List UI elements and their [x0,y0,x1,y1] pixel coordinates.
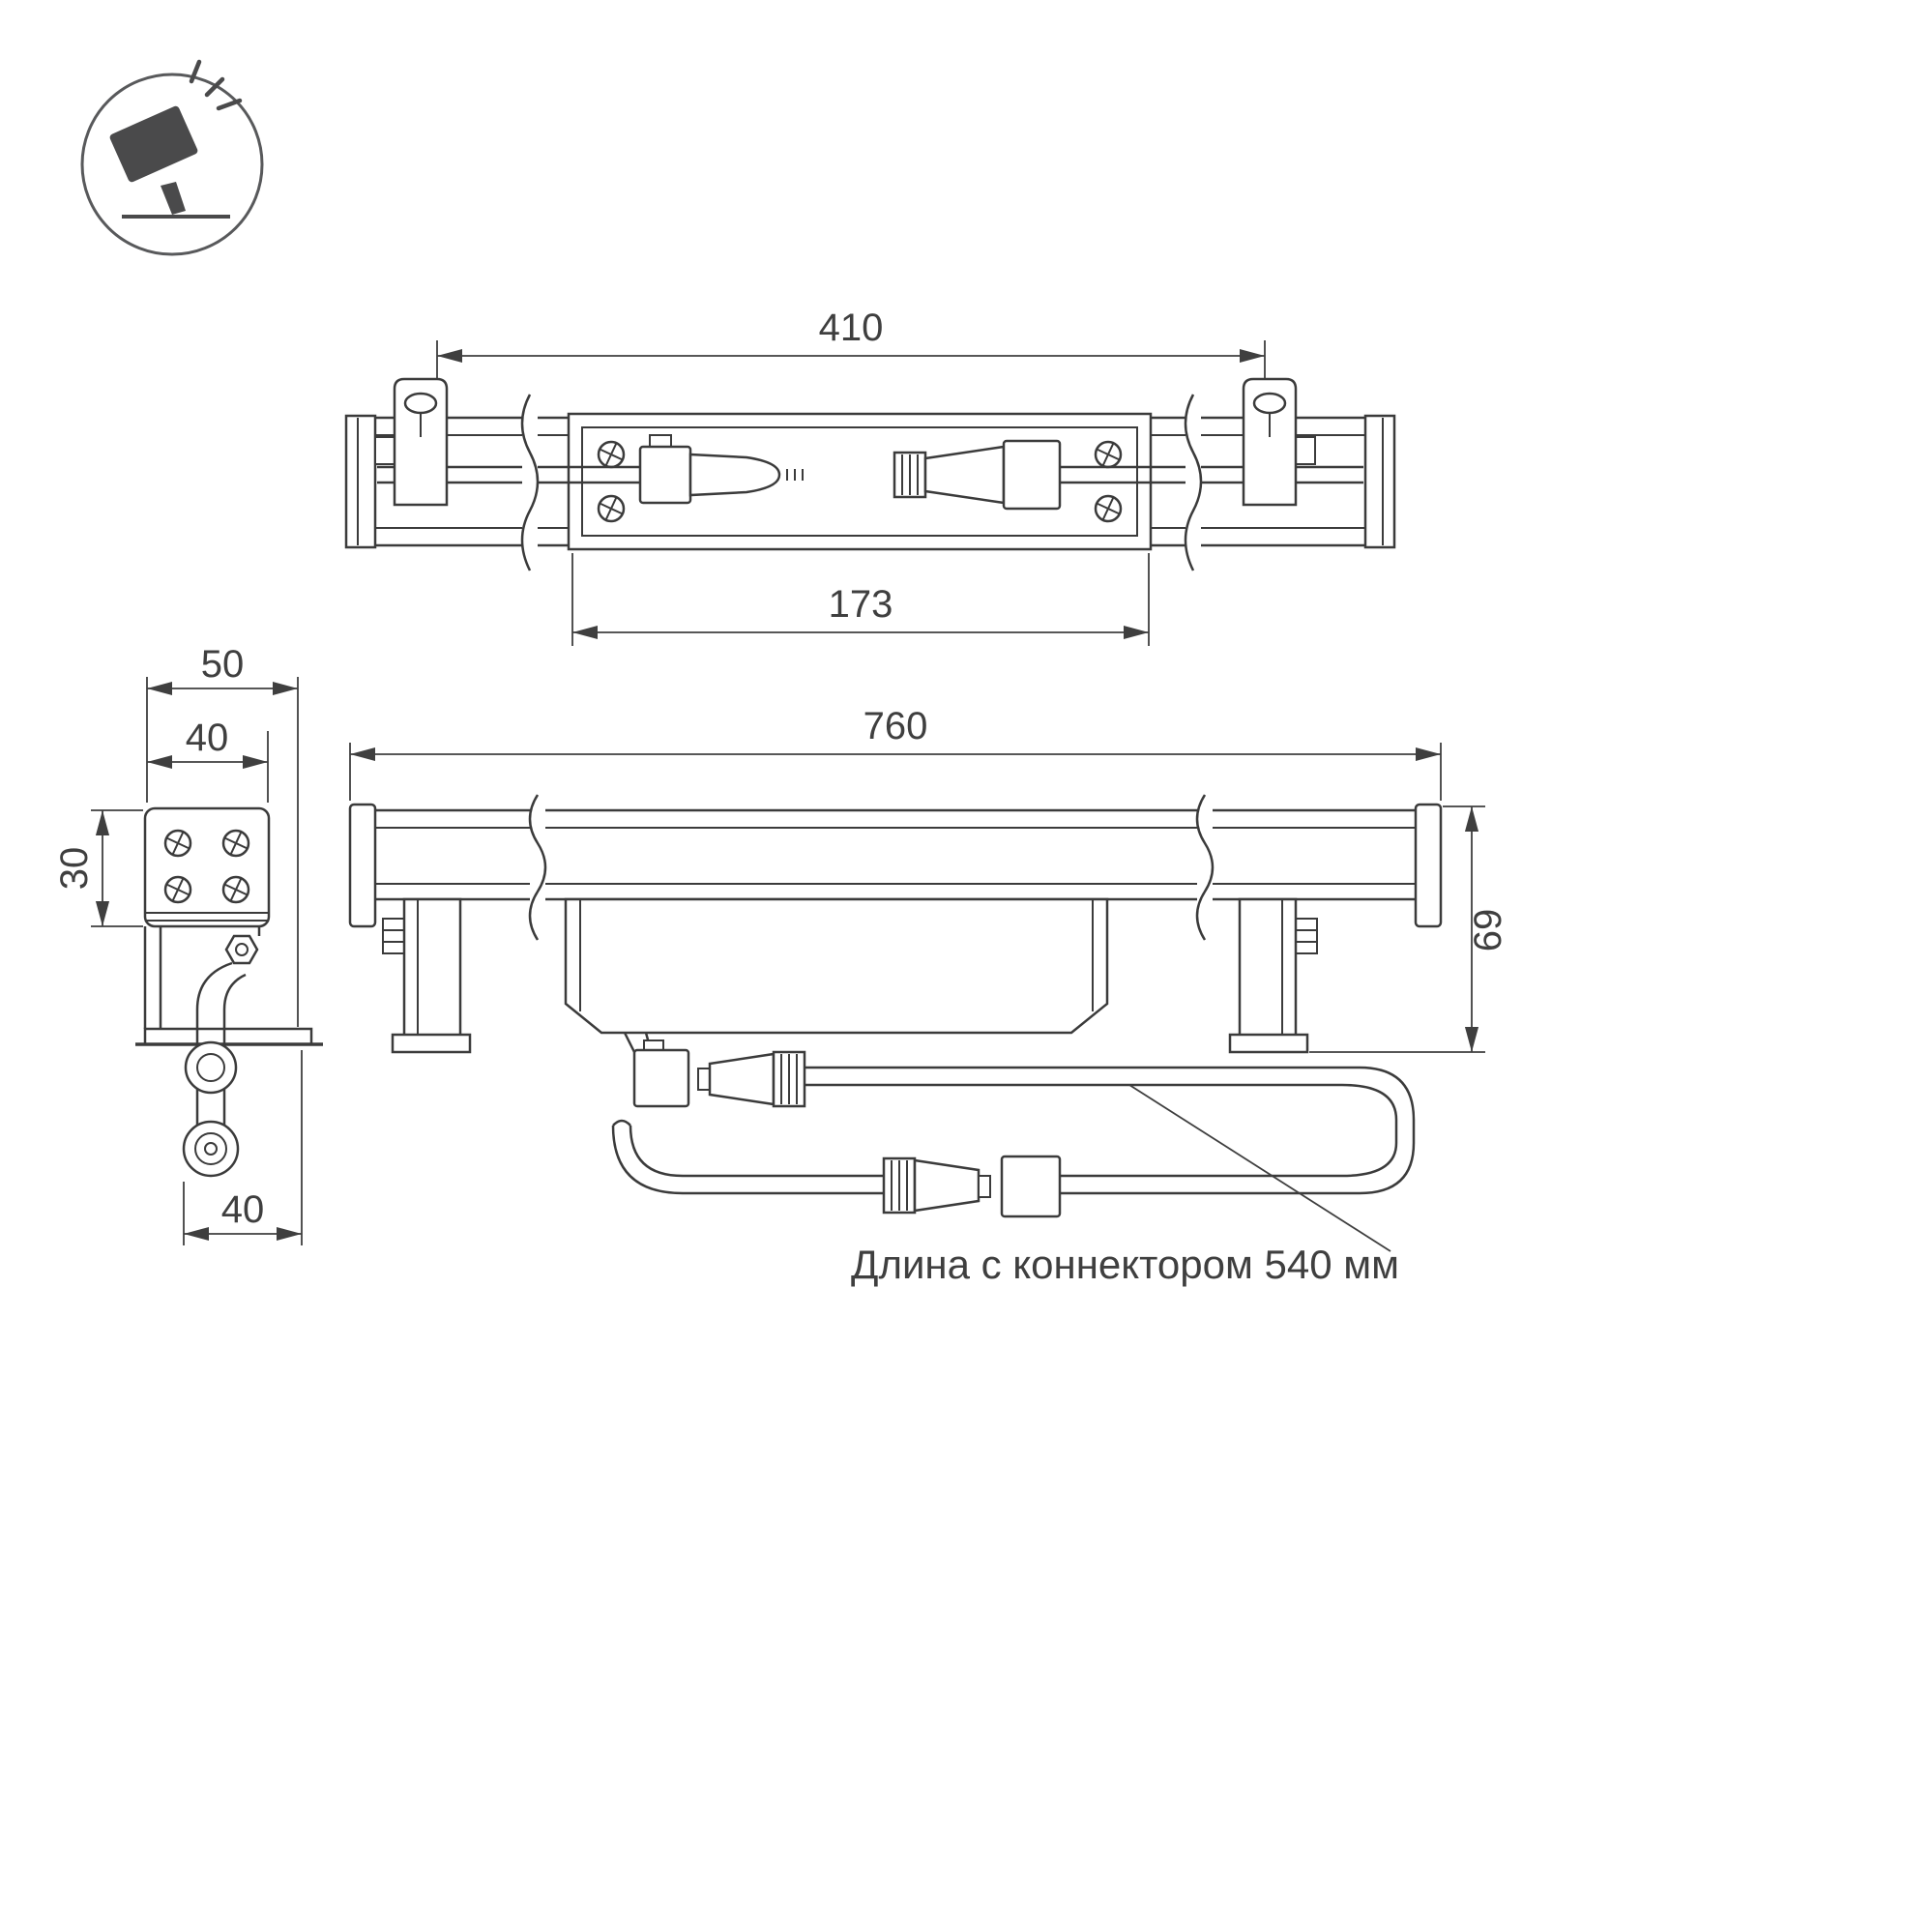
connector-length-note: Длина с коннектором 540 мм [851,1242,1399,1287]
icon-circle [80,73,264,256]
dim-label-40-bottom: 40 [221,1188,265,1231]
side-view: 50 40 30 [53,643,323,1245]
dim-label-410: 410 [819,307,884,349]
supply-cable [611,1066,1416,1195]
dim-label-760: 760 [864,705,928,747]
end-cap-right [1363,414,1396,549]
dim-label-50: 50 [201,643,245,686]
projector-stand [161,182,186,215]
dimension-69: 69 [1309,805,1509,1053]
floodlight-icon [80,59,264,256]
dim-label-40-top: 40 [186,717,229,759]
light-rays-icon [189,59,243,111]
bracket-foot [143,1027,313,1046]
break-line [528,794,547,941]
dimension-173: 173 [571,553,1150,646]
connector-pair-top [638,434,1062,511]
projector-body [109,105,198,183]
dim-label-173: 173 [829,583,893,626]
cable-ring [184,1040,238,1095]
dimension-410: 410 [436,307,1266,414]
dim-label-69: 69 [1467,909,1509,952]
connector-pair-front-lower [882,1155,1062,1218]
side-bracket [135,926,323,1046]
driver-box [564,897,1109,1035]
dimension-50: 50 [146,643,299,1027]
bracket-left-front [382,897,472,1054]
break-line [1184,394,1203,571]
break-line [520,394,540,571]
leader-line [1128,1084,1391,1252]
front-view: 760 [348,705,1509,1287]
dimension-40-bottom: 40 [183,1050,303,1245]
side-cable [182,961,247,1178]
break-line [1195,794,1215,941]
clamp-nut [224,934,259,965]
end-cap-left [348,803,377,928]
profile-end-view [143,806,271,928]
bracket-right-front [1228,897,1318,1054]
bracket-right-top [1242,377,1316,507]
dim-label-30: 30 [53,847,96,891]
cable-connector-end [182,1120,240,1178]
dimension-40-top: 40 [147,717,269,803]
top-view: 410 [344,307,1396,646]
end-cap-right [1414,803,1443,928]
bracket-left-top [374,377,449,507]
connector-pair-front-upper [623,1032,806,1108]
dimension-30: 30 [53,809,143,927]
dimension-760: 760 [349,705,1442,801]
end-cap-left [344,414,377,549]
